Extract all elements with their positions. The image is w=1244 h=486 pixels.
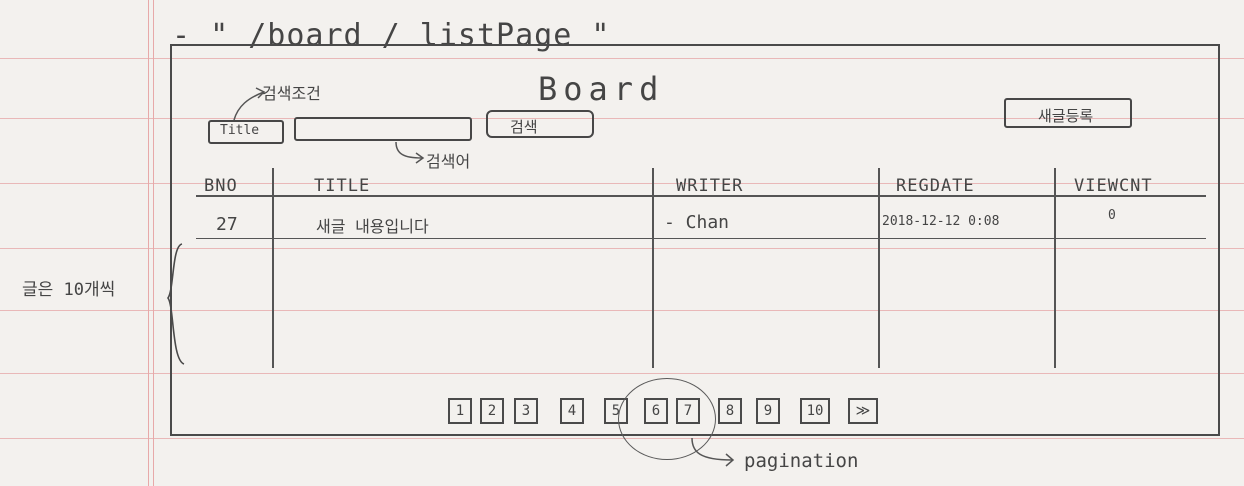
table-header-divider (196, 195, 1206, 197)
column-header-writer: WRITER (676, 176, 744, 196)
search-keyword-note: 검색어 (426, 152, 471, 171)
search-button-label: 검색 (510, 118, 538, 136)
arrow-icon (691, 437, 735, 467)
search-button[interactable]: 검색 (486, 110, 594, 138)
register-button[interactable]: 새글등록 (1004, 98, 1132, 128)
pagination-note: pagination (744, 450, 859, 472)
page-button-9[interactable]: 9 (756, 398, 780, 424)
page-button-10[interactable]: 10 (800, 398, 830, 424)
table-column-divider (272, 168, 274, 368)
board-title: Board (538, 70, 665, 108)
row-viewcnt: 0 (1108, 208, 1116, 223)
page-button-8[interactable]: 8 (718, 398, 742, 424)
brace-icon (167, 243, 185, 365)
page-button-1[interactable]: 1 (448, 398, 472, 424)
table-column-divider (1054, 168, 1056, 368)
row-regdate: 2018-12-12 0:08 (882, 214, 1000, 229)
rows-per-page-note: 글은 10개씩 (22, 280, 116, 300)
column-header-title: TITLE (314, 176, 371, 196)
table-column-divider (878, 168, 880, 368)
column-header-viewcnt: VIEWCNT (1074, 176, 1153, 196)
table-row-divider (196, 238, 1206, 239)
search-condition-value: Title (220, 123, 260, 138)
page-button-2[interactable]: 2 (480, 398, 504, 424)
column-header-bno: BNO (204, 176, 238, 196)
pagination-highlight-circle (618, 378, 716, 460)
row-title-link[interactable]: 새글 내용입니다 (316, 217, 429, 236)
page-url: - " /board / listPage " (172, 18, 611, 53)
register-button-label: 새글등록 (1038, 107, 1094, 125)
arrow-icon (233, 87, 266, 121)
column-header-regdate: REGDATE (896, 176, 975, 196)
table-column-divider (652, 168, 654, 368)
row-bno: 27 (216, 214, 238, 235)
row-writer: - Chan (664, 212, 730, 233)
search-condition-select[interactable]: Title (208, 120, 284, 144)
page-button-3[interactable]: 3 (514, 398, 538, 424)
search-keyword-input[interactable] (294, 117, 472, 141)
arrow-icon (395, 141, 425, 164)
page-button-4[interactable]: 4 (560, 398, 584, 424)
next-page-button[interactable]: ≫ (848, 398, 878, 424)
search-condition-note: 검색조건 (262, 84, 321, 103)
